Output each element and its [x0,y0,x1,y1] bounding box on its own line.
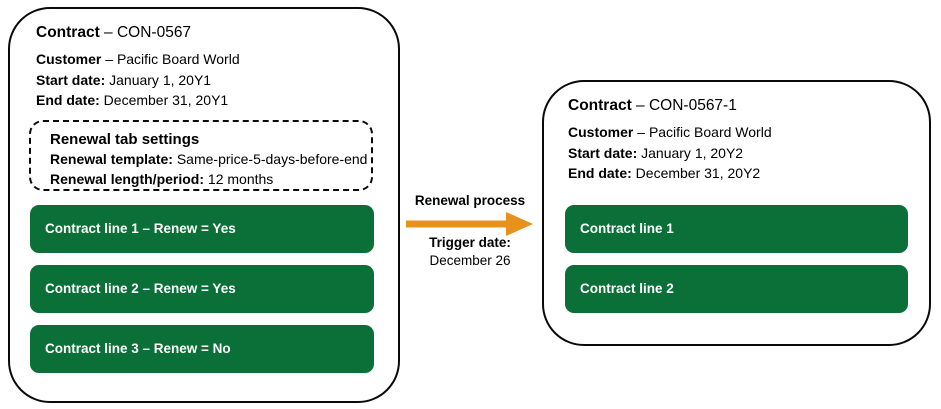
source-contract-line-3-label: Contract line 3 – Renew = No [45,341,231,356]
renewal-template-row: Renewal template: Same-price-5-days-befo… [50,150,367,170]
source-contract-title: Contract – CON-0567 [36,23,191,42]
renewal-tab-settings-content: Renewal tab settings Renewal template: S… [50,129,367,189]
source-detail-customer-value: Pacific Board World [116,51,240,67]
renewal-length-label: Renewal length/period: [50,170,205,187]
source-detail-start-date-value: January 1, 20Y1 [109,71,212,88]
renewed-detail-customer-label: Customer [568,124,634,140]
renewed-contract-title-label: Contract [568,97,632,114]
renewed-contract-line-2: Contract line 2 [565,265,908,313]
source-contract-line-1: Contract line 1 – Renew = Yes [30,205,374,253]
renewed-detail-customer: Customer – Pacific Board World [568,122,772,143]
renewed-detail-customer-separator: – [633,124,649,140]
source-detail-start-date: Start date: January 1, 20Y1 [36,70,240,91]
renewed-contract-details: Customer – Pacific Board World Start dat… [568,122,772,184]
renewed-contract-line-2-label: Contract line 2 [580,281,674,296]
trigger-date-caption: Trigger date: December 26 [406,234,534,270]
source-contract-details: Customer – Pacific Board World Start dat… [36,49,240,111]
source-contract-line-2-label: Contract line 2 – Renew = Yes [45,281,236,296]
source-detail-end-date: End date: December 31, 20Y1 [36,90,240,111]
renewal-template-label: Renewal template: [50,151,173,167]
renewal-tab-settings-panel: Renewal tab settings Renewal template: S… [29,120,373,191]
renewed-detail-customer-value: Pacific Board World [648,124,772,140]
source-contract-title-label: Contract [36,24,100,41]
source-contract-line-2: Contract line 2 – Renew = Yes [30,265,374,313]
renewed-detail-end-date: End date: December 31, 20Y2 [568,163,772,184]
renewed-contract-line-1: Contract line 1 [565,205,908,253]
source-detail-end-date-value: December 31, 20Y1 [103,92,229,108]
trigger-date-label: Trigger date: [429,235,511,250]
source-detail-start-date-label: Start date: [36,71,106,88]
renewed-contract-title: Contract – CON-0567-1 [568,96,737,115]
renewed-detail-end-date-value: December 31, 20Y2 [635,165,761,181]
source-contract-line-1-label: Contract line 1 – Renew = Yes [45,221,236,236]
renewed-detail-start-date-value: January 1, 20Y2 [641,144,744,161]
renewed-contract-title-separator: – [631,97,649,114]
source-contract-line-3: Contract line 3 – Renew = No [30,325,374,373]
source-detail-end-date-label: End date: [36,92,100,108]
trigger-date-value: December 26 [429,253,511,268]
renewal-template-value: Same-price-5-days-before-end [176,151,368,167]
renewal-tab-settings-heading: Renewal tab settings [50,131,200,148]
renewed-contract-number: CON-0567-1 [648,97,737,114]
renewal-length-value: 12 months [207,170,274,187]
source-detail-customer: Customer – Pacific Board World [36,49,240,70]
renewed-detail-start-date: Start date: January 1, 20Y2 [568,143,772,164]
right-arrow-icon [406,212,533,236]
renewal-length-row: Renewal length/period: 12 months [50,170,367,190]
renewed-detail-end-date-label: End date: [568,165,632,181]
source-detail-customer-label: Customer [36,51,102,67]
source-detail-customer-separator: – [101,51,117,67]
renewal-process-caption: Renewal process [414,193,526,208]
source-contract-title-separator: – [99,24,117,41]
renewed-contract-line-1-label: Contract line 1 [580,221,674,236]
source-contract-number: CON-0567 [116,24,192,41]
renewed-detail-start-date-label: Start date: [568,144,638,161]
